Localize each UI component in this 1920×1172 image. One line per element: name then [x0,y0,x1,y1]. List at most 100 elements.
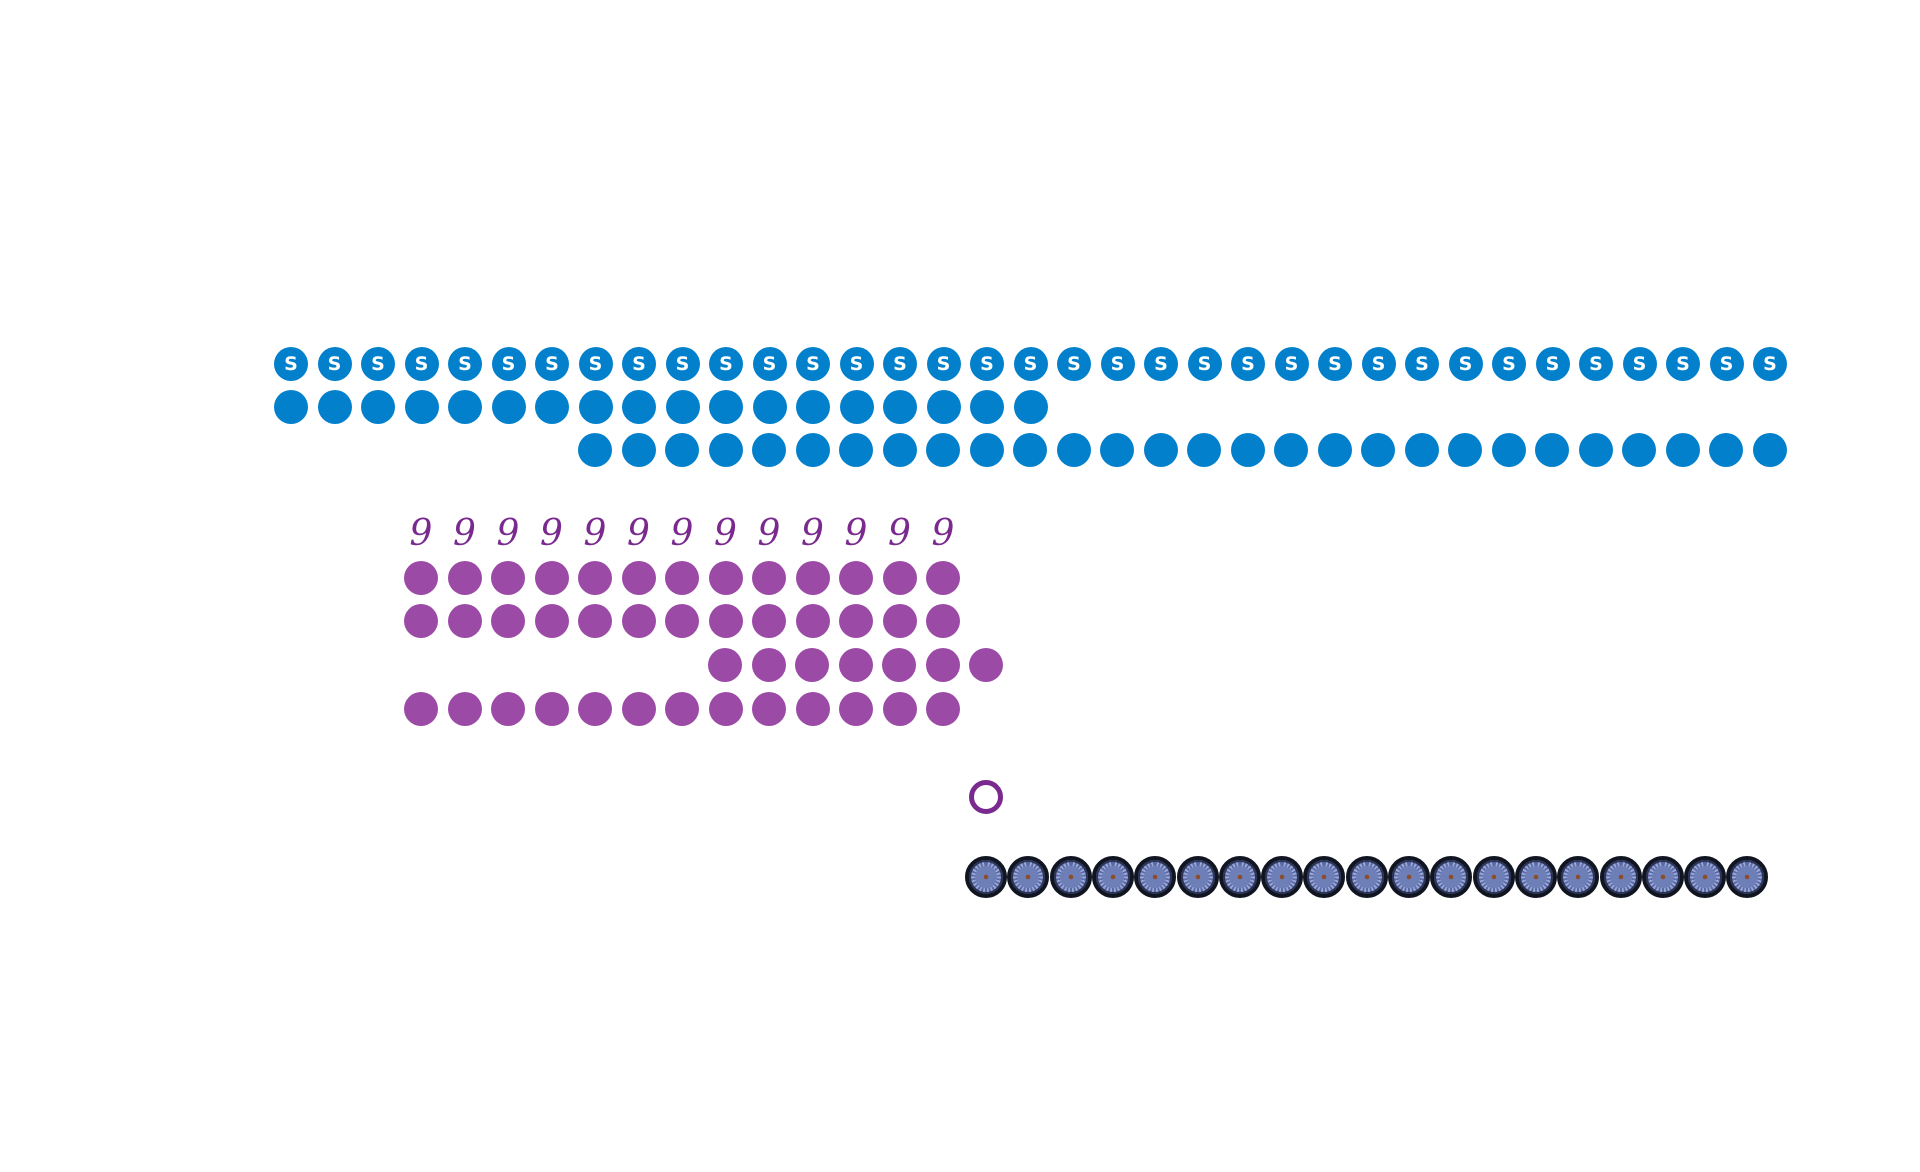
cell-icon [1472,856,1515,898]
cell-icon [1007,856,1050,898]
blue-dot-icon [404,390,439,424]
blue-dot-icon [709,390,743,424]
s-coin-icon: S [883,347,917,381]
cell-icon [1345,856,1388,898]
purple-group-row-3 [404,604,980,644]
cell-icon [965,856,1007,898]
nine-glyph-icon: 9 [931,513,955,554]
blue-dot-icon [665,433,699,467]
blue-dot-icon [839,433,873,467]
s-coin-icon: S [535,347,569,381]
blue-dot-icon [622,390,656,424]
nine-glyph-icon: 9 [888,513,911,554]
blue-dot-icon [752,433,786,467]
cell-icon [1218,856,1261,898]
nine-glyph-icon: 9 [844,513,868,554]
blue-dot-icon [1317,433,1352,467]
purple-dot-icon [447,692,482,726]
s-coin-icon: S [1013,347,1048,381]
s-coin-icon: S [1405,347,1439,381]
purple-dot-icon [752,561,786,595]
purple-dot-icon [404,561,438,595]
nine-glyph-icon: 9 [670,513,694,554]
s-coin-icon: S [1187,347,1222,381]
cell-group-row-2 [965,856,1779,900]
blue-dot-icon [1187,433,1221,467]
purple-dot-icon [491,561,525,595]
blue-dot-icon [926,390,961,424]
purple-dot-icon [752,604,786,638]
s-coin-icon: S [1231,347,1265,381]
s-coin-icon: S [1492,347,1526,381]
s-coin-icon: S [839,347,874,381]
blue-dot-icon [752,390,787,424]
blue-dot-icon [1013,390,1048,424]
purple-dot-icon [882,692,917,726]
purple-dot-icon [447,604,482,638]
cell-icon [1261,856,1304,898]
purple-dot-icon [795,648,829,682]
cell-icon [1049,856,1092,898]
nine-glyph-icon: 9 [540,513,563,554]
s-coin-icon: S [578,347,613,381]
blue-dot-icon [1622,433,1656,467]
s-coin-icon: S [1274,347,1309,381]
blue-dot-icon [882,433,917,467]
s-coin-icon: S [926,347,961,381]
nine-glyph-icon: 9 [496,513,520,554]
blue-dot-icon [1361,433,1395,467]
blue-group-row-3 [578,433,1806,473]
blue-dot-icon [1404,433,1439,467]
blue-dot-icon [970,390,1004,424]
blue-dot-icon [969,433,1004,467]
cell-icon [1176,856,1219,898]
s-coin-icon: S [404,347,439,381]
blue-dot-icon [1535,433,1569,467]
purple-dot-icon [708,648,742,682]
blue-dot-icon [1230,433,1265,467]
purple-dot-icon [447,561,482,595]
s-coin-icon: S [1622,347,1657,381]
blue-dot-icon [796,390,830,424]
nine-glyph-icon: 9 [801,513,824,554]
nine-glyph-icon: 9 [583,513,607,554]
blue-dot-icon [621,433,656,467]
purple-dot-icon [926,692,960,726]
blue-dot-icon [1752,433,1787,467]
s-coin-icon: S [1318,347,1352,381]
s-coin-icon: S [1579,347,1613,381]
purple-dot-icon [839,604,873,638]
blue-dot-icon [1013,433,1047,467]
purple-dot-icon [752,692,786,726]
cell-icon [1388,856,1430,898]
s-coin-icon: S [752,347,787,381]
purple-dot-icon [621,604,656,638]
blue-dot-icon [361,390,395,424]
purple-dot-icon [534,561,569,595]
purple-dot-icon [926,604,960,638]
purple-dot-icon [491,692,525,726]
blue-dot-icon [708,433,743,467]
s-coin-icon: S [491,347,526,381]
cell-icon [1514,856,1557,898]
s-coin-icon: S [361,347,395,381]
cell-icon [1641,856,1684,898]
blue-dot-icon [1448,433,1482,467]
blue-dot-icon [535,390,569,424]
purple-group-row-4 [708,648,1023,688]
blue-dot-icon [795,433,830,467]
s-coin-icon: S [1100,347,1135,381]
s-coin-icon: S [1057,347,1091,381]
cell-group-row-1 [969,780,1023,820]
purple-dot-icon [621,692,656,726]
s-coin-icon: S [274,347,308,381]
s-coin-icon: S [665,347,700,381]
s-coin-icon: S [1753,347,1787,381]
purple-dot-icon [795,561,830,595]
blue-dot-icon [1056,433,1091,467]
cell-icon [1726,856,1769,898]
s-coin-icon: S [1709,347,1744,381]
